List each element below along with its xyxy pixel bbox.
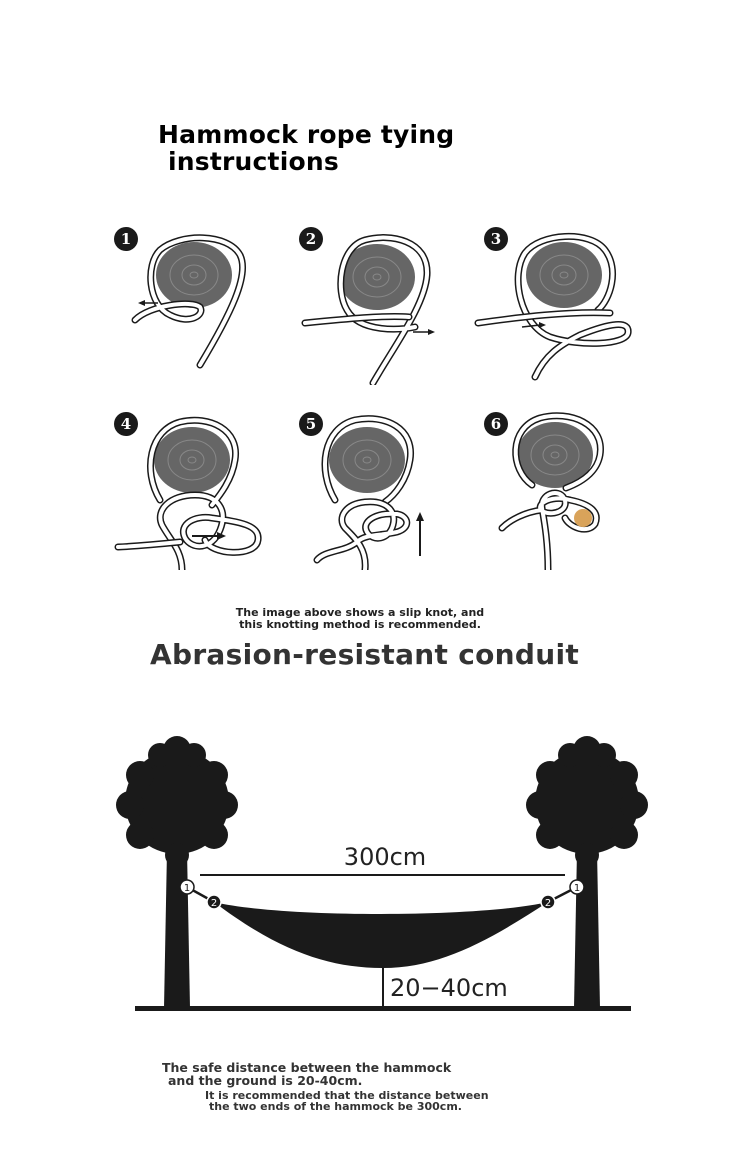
title-line-2: instructions (168, 147, 339, 176)
marker-1-right: 1 (569, 879, 585, 895)
hammock-setup-diagram: 300cm 20−40cm 1 2 1 2 (116, 736, 648, 1011)
marker-2-right: 2 (540, 894, 556, 910)
step-6-badge: 6 (484, 412, 508, 436)
marker-1-left: 1 (179, 879, 195, 895)
knot-step-3-illustration (474, 232, 632, 381)
svg-text:1: 1 (184, 883, 190, 894)
svg-text:2: 2 (211, 898, 217, 909)
knot-step-1: 1 (100, 215, 280, 385)
step-2-badge: 2 (299, 227, 323, 251)
svg-text:1: 1 (574, 883, 580, 894)
svg-text:2: 2 (545, 898, 551, 909)
knot-step-4-illustration (114, 416, 262, 570)
rec-note-line-1: It is recommended that the distance betw… (205, 1089, 489, 1102)
step-5-badge: 5 (299, 412, 323, 436)
left-tree (116, 736, 238, 1008)
step-3-badge: 3 (484, 227, 508, 251)
slip-knot-caption: The image above shows a slip knot, and t… (180, 607, 540, 631)
section-heading: Abrasion-resistant conduit (150, 638, 580, 671)
knot-step-5-illustration (313, 415, 424, 570)
step-1-badge: 1 (114, 227, 138, 251)
step-4-badge: 4 (114, 412, 138, 436)
recommended-distance-note: It is recommended that the distance betw… (205, 1090, 489, 1112)
title-line-1: Hammock rope tying (158, 120, 455, 149)
span-label: 300cm (344, 843, 426, 871)
knot-highlight-dot (574, 509, 592, 527)
safe-note-line-1: The safe distance between the hammock (162, 1060, 452, 1075)
knot-step-6: 6 (470, 400, 650, 570)
knot-steps-grid: 1 2 3 (100, 215, 660, 595)
hammock-body (214, 902, 548, 968)
marker-2-left: 2 (206, 894, 222, 910)
safe-note-line-2: and the ground is 20-40cm. (168, 1073, 363, 1088)
knot-step-2: 2 (285, 215, 465, 385)
knot-step-2-illustration (301, 234, 435, 385)
page-title: Hammock rope tying instructions (158, 121, 454, 175)
caption-line-1: The image above shows a slip knot, and (235, 606, 485, 619)
knot-step-6-illustration (498, 412, 604, 570)
safe-distance-note: The safe distance between the hammock an… (162, 1061, 451, 1087)
ground-line (135, 1006, 631, 1011)
knot-step-3: 3 (470, 215, 650, 385)
rec-note-line-2: the two ends of the hammock be 300cm. (209, 1100, 462, 1113)
right-tree (526, 736, 648, 1008)
knot-step-1-illustration (131, 234, 247, 369)
knot-step-5: 5 (285, 400, 465, 570)
height-label: 20−40cm (390, 974, 508, 1002)
knot-step-4: 4 (100, 400, 280, 570)
caption-line-2: this knotting method is recommended. (239, 618, 481, 631)
